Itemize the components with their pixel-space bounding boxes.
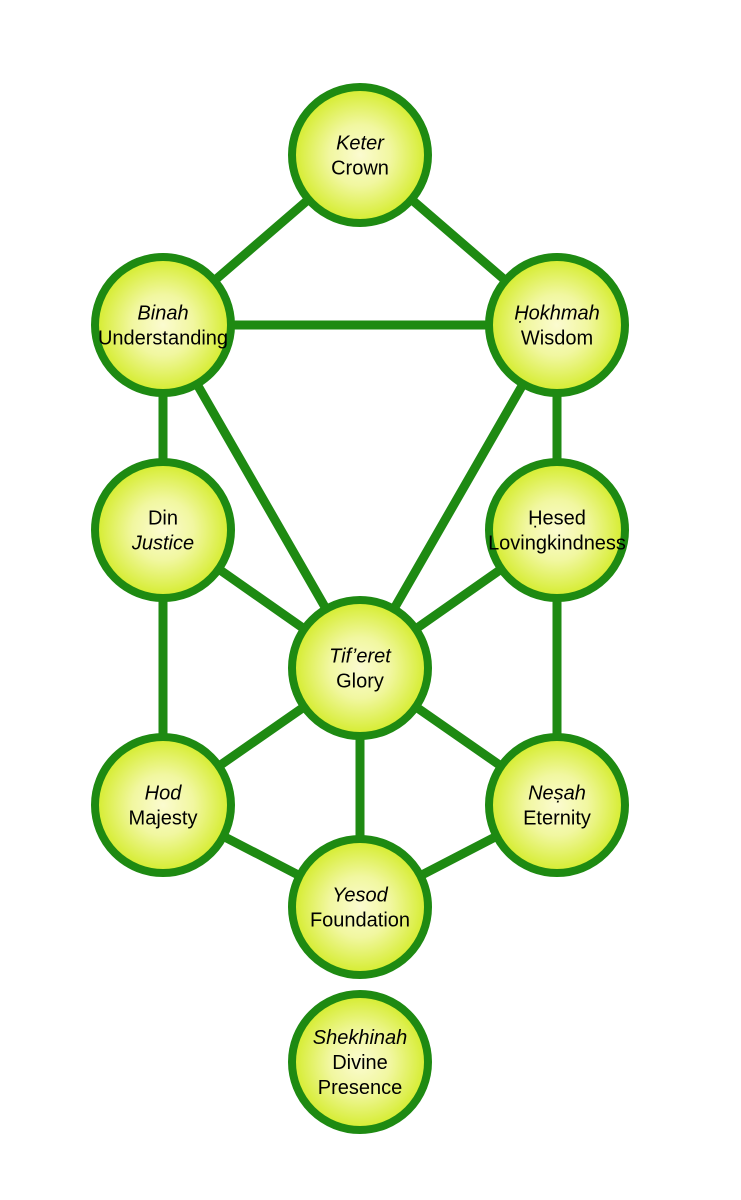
node-label-hesed-0: Ḥesed — [528, 508, 586, 530]
node-circle-hesed — [485, 458, 629, 602]
node-label-hesed-1: Lovingkindness — [488, 533, 626, 555]
node-label-din-1: Justice — [131, 533, 194, 555]
node-circle-yesod — [288, 835, 432, 979]
node-label-nesah-1: Eternity — [523, 808, 591, 830]
node-circle-binah — [91, 253, 235, 397]
node-label-shekhinah-1: Divine — [332, 1052, 388, 1074]
node-label-hod-0: Hod — [145, 783, 183, 805]
node-circle-shekhinah — [288, 990, 432, 1134]
node-label-binah-1: Understanding — [98, 328, 228, 350]
node-label-hokhmah-1: Wisdom — [521, 328, 593, 350]
node-label-yesod-0: Yesod — [332, 885, 388, 907]
node-label-hokhmah-0: Ḥokhmah — [514, 303, 600, 325]
node-label-yesod-1: Foundation — [310, 910, 410, 932]
node-label-tiferet-0: Tif’eret — [329, 646, 392, 668]
node-label-nesah-0: Neṣah — [528, 783, 586, 805]
node-circle-din — [91, 458, 235, 602]
node-label-shekhinah-0: Shekhinah — [313, 1027, 408, 1049]
node-circle-hod — [91, 733, 235, 877]
node-label-hod-1: Majesty — [129, 808, 198, 830]
node-label-din-0: Din — [148, 508, 178, 530]
node-label-binah-0: Binah — [137, 303, 188, 325]
node-circle-keter — [288, 83, 432, 227]
node-circle-tiferet — [288, 596, 432, 740]
node-label-tiferet-1: Glory — [336, 671, 384, 693]
node-circle-hokhmah — [485, 253, 629, 397]
node-label-keter-1: Crown — [331, 158, 389, 180]
node-label-shekhinah-2: Presence — [318, 1077, 403, 1099]
node-label-keter-0: Keter — [336, 133, 385, 155]
node-circle-nesah — [485, 733, 629, 877]
